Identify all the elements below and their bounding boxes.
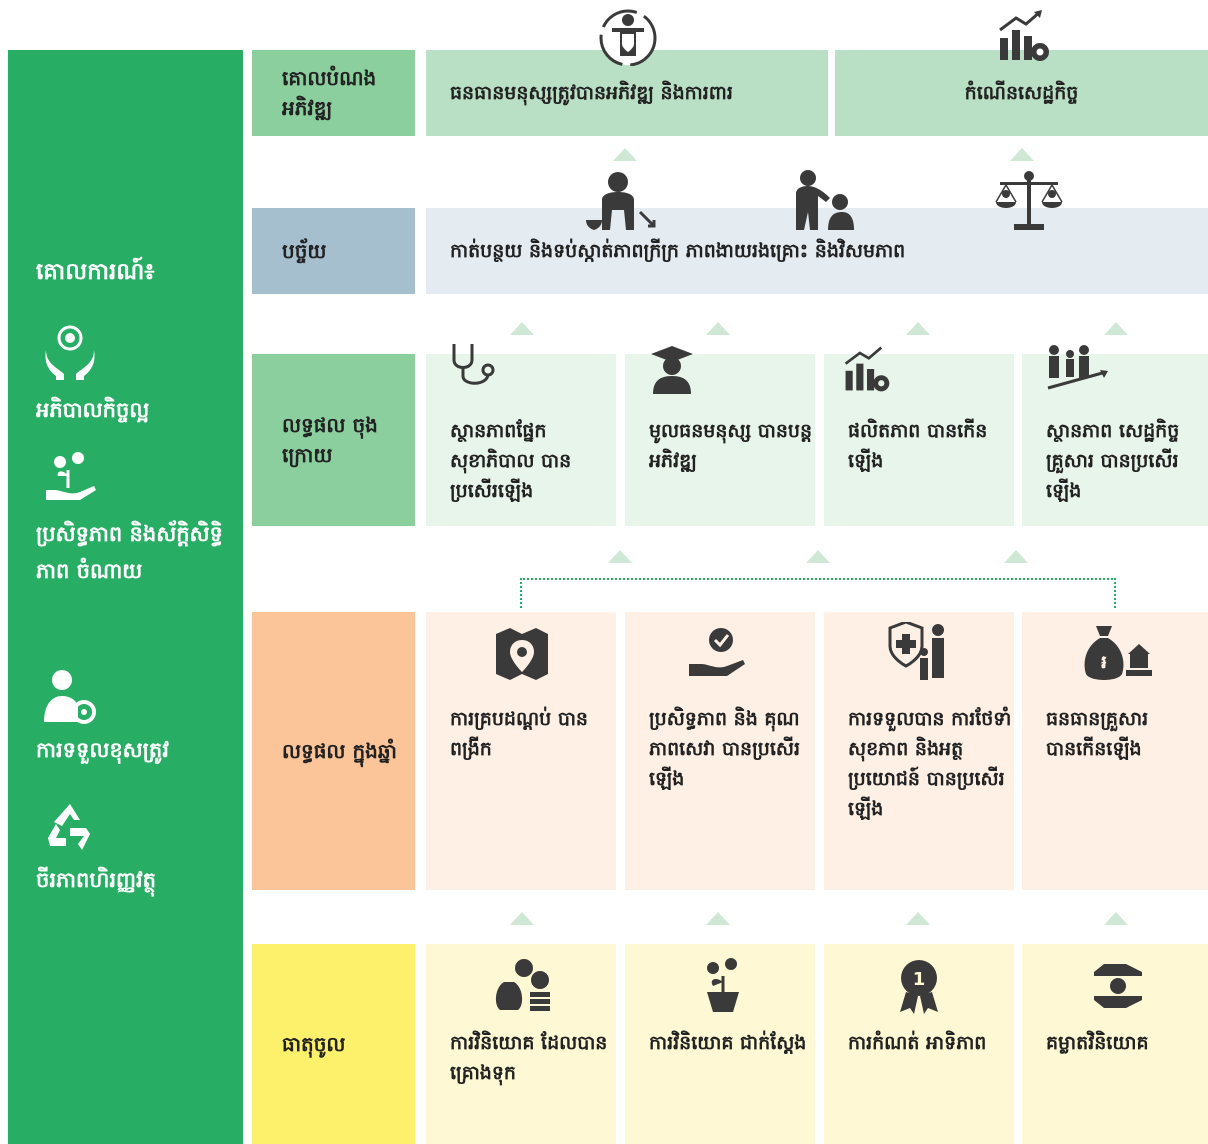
hands-globe-icon: [40, 320, 100, 380]
principle-good-governance: អភិបាលកិច្ចល្អ: [36, 398, 150, 422]
person-gear-icon: [40, 666, 100, 726]
input-box-prioritization-text: ការកំណត់ អាទិភាព: [848, 1032, 987, 1054]
arrow-up: [706, 322, 730, 335]
intermediate-box-health-access: ការទទួលបាន ការថែទាំសុខភាព និងអត្ថប្រយោជន…: [824, 612, 1014, 890]
goal-box-economic-growth: កំណើនសេដ្ឋកិច្ច: [835, 50, 1208, 136]
input-box-investment-gap: គម្លាតវិនិយោគ: [1022, 944, 1208, 1144]
principle-efficiency: ប្រសិទ្ធភាព និងស័ក្តិសិទ្ធិភាព ចំណាយ: [36, 522, 223, 583]
final-box-human-capital-text: មូលធនមនុស្ស បានបន្តអភិវឌ្ឍ: [649, 420, 813, 472]
poor-person-icon: [584, 170, 664, 236]
final-box-productivity: ផលិតភាព បានកើនឡើង: [824, 346, 1014, 526]
intermediate-box-service-quality-text: ប្រសិទ្ធភាព និង គុណភាពសេវា បានប្រសើរឡើង: [649, 708, 800, 790]
intermediate-box-coverage: ការគ្របដណ្តប់ បានពង្រីក: [426, 612, 616, 890]
arrow-up: [1010, 148, 1034, 161]
arrow-up: [510, 912, 534, 925]
money-bag-house-icon: ៛: [1082, 622, 1152, 684]
intermediate-box-household-resources-text: ធនធានគ្រួសារ បានកើនឡើង: [1046, 708, 1149, 760]
family-health-shield-icon: [886, 622, 956, 684]
arrow-up: [806, 550, 830, 563]
plant-pot-coins-icon: [701, 958, 745, 1014]
helping-person-icon: [786, 168, 856, 234]
input-box-actual-investment: ការវិនិយោគ ជាក់ស្តែង: [625, 944, 815, 1144]
svg-text:៛: ៛: [1101, 652, 1107, 673]
arrow-up: [1104, 912, 1128, 925]
graduate-icon: [647, 346, 697, 396]
family-growth-icon: [1044, 342, 1110, 392]
principle-accountability: ការទទួលខុសត្រូវ: [36, 738, 169, 762]
input-box-planned-investment-text: ការវិនិយោគ ដែលបានគ្រោងទុក: [450, 1032, 608, 1084]
input-box-planned-investment: ការវិនិយោគ ដែលបានគ្រោងទុក: [426, 944, 616, 1144]
growth-chart-gear-icon: [996, 8, 1052, 64]
input-box-prioritization: 1 ការកំណត់ អាទិភាព: [824, 944, 1014, 1144]
input-box-actual-investment-text: ការវិនិយោគ ជាក់ស្តែង: [649, 1032, 807, 1054]
principles-sidebar: [8, 50, 243, 1144]
arrow-up: [706, 912, 730, 925]
priority-medal-icon: 1: [896, 958, 942, 1014]
arrow-up: [613, 148, 637, 161]
input-box-investment-gap-text: គម្លាតវិនិយោគ: [1046, 1032, 1149, 1054]
arrow-up: [906, 322, 930, 335]
final-box-household-economy: ស្ថានភាព សេដ្ឋកិច្ចគ្រួសារ បានប្រសើរឡើង: [1022, 345, 1208, 526]
final-box-health: ស្ថានភាពផ្នែក សុខាភិបាល បានប្រសើរឡើង: [426, 344, 616, 526]
arrow-up: [1004, 550, 1028, 563]
input-row-label: ធាតុចូល: [252, 944, 415, 1144]
intermediate-box-household-resources: ៛ ធនធានគ្រួសារ បានកើនឡើង: [1022, 612, 1208, 890]
bracket-connector: [520, 578, 1116, 608]
hand-plant-coins-icon: [40, 448, 100, 508]
intermediate-box-coverage-text: ការគ្របដណ្តប់ បានពង្រីក: [450, 708, 588, 760]
goal-row-label: គោលបំណង អភិវឌ្ឍ: [252, 50, 415, 136]
arrow-up: [608, 550, 632, 563]
stethoscope-icon: [448, 340, 498, 390]
intermediate-row-label: លទ្ធផល ក្នុងឆ្នាំ: [252, 612, 415, 890]
growth-chart-gear-icon: [842, 344, 892, 394]
recycle-icon: [40, 798, 100, 858]
principles-title: គោលការណ៍៖: [36, 259, 155, 285]
arrow-up: [510, 322, 534, 335]
final-row-label: លទ្ធផល ចុងក្រោយ: [252, 354, 415, 526]
final-box-human-capital: មូលធនមនុស្ស បានបន្តអភិវឌ្ឍ: [625, 346, 815, 526]
hand-quality-badge-icon: [687, 624, 747, 684]
map-location-icon: [494, 626, 550, 682]
principle-financial-sustainability: ចីរភាពហិរញ្ញវត្ថុ: [36, 868, 156, 892]
hands-coin-icon: [1090, 958, 1146, 1014]
arrow-up: [906, 912, 930, 925]
intermediate-box-service-quality: ប្រសិទ្ធភាព និង គុណភាពសេវា បានប្រសើរឡើង: [625, 612, 815, 890]
final-box-household-economy-text: ស្ថានភាព សេដ្ឋកិច្ចគ្រួសារ បានប្រសើរឡើង: [1046, 420, 1180, 502]
final-box-productivity-text: ផលិតភាព បានកើនឡើង: [848, 420, 988, 472]
final-box-health-text: ស្ថានភាពផ្នែក សុខាភិបាល បានប្រសើរឡើង: [450, 420, 572, 502]
money-coins-icon: [494, 958, 554, 1014]
intermediate-box-health-access-text: ការទទួលបាន ការថែទាំសុខភាព និងអត្ថប្រយោជន…: [848, 708, 1012, 820]
balance-scale-icon: [994, 168, 1064, 234]
arrow-up: [1104, 322, 1128, 335]
factor-row-label: បច្ច័យ: [252, 208, 415, 294]
svg-text:1: 1: [913, 969, 926, 990]
person-shield-icon: [598, 6, 658, 66]
